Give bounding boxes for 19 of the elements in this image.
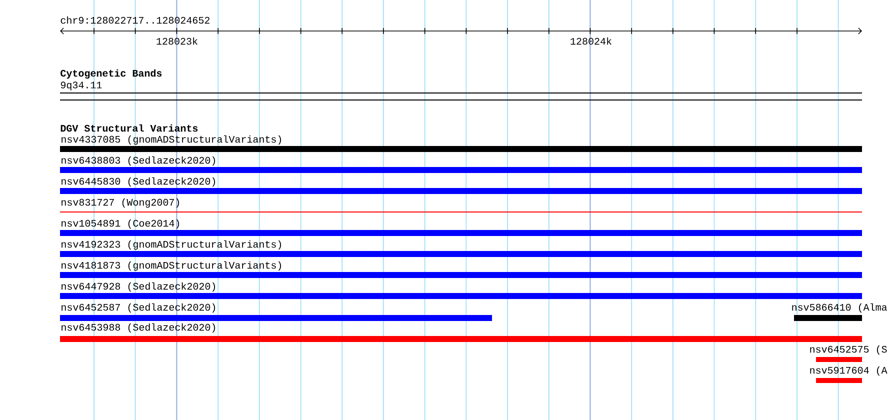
coordinate-range: chr9:128022717..128024652 [60,16,210,24]
variant-label: nsv4192323 (gnomADStructuralVariants) [62,240,282,250]
variant-label: nsv4337085 (gnomADStructuralVariants) [62,135,282,145]
variant-label: nsv6438803 (Sedlazeck2020) [62,156,216,166]
variant-label: nsv5866410 (Alma [792,303,887,313]
variant-label: nsv831727 (Wong2007) [62,198,180,208]
variant-label: nsv6452587 (Sedlazeck2020) [62,303,216,313]
track-heading: Cytogenetic Bands [60,69,162,79]
variant-label: nsv6445830 (Sedlazeck2020) [62,177,216,187]
tick-label: 128023k [156,37,198,45]
variant-label: nsv4181873 (gnomADStructuralVariants) [62,261,282,271]
variant-label: nsv6453988 (Sedlazeck2020) [62,323,216,333]
variant-label: nsv5917604 (A [810,366,888,376]
variant-label: nsv1054891 (Coe2014) [62,219,180,229]
variant-label: nsv6452575 (S [810,345,887,355]
tick-label: 128024k [570,37,612,45]
variant-label: nsv6447928 (Sedlazeck2020) [62,282,216,292]
band-label: 9q34.11 [60,82,102,90]
track-heading: DGV Structural Variants [60,124,198,132]
